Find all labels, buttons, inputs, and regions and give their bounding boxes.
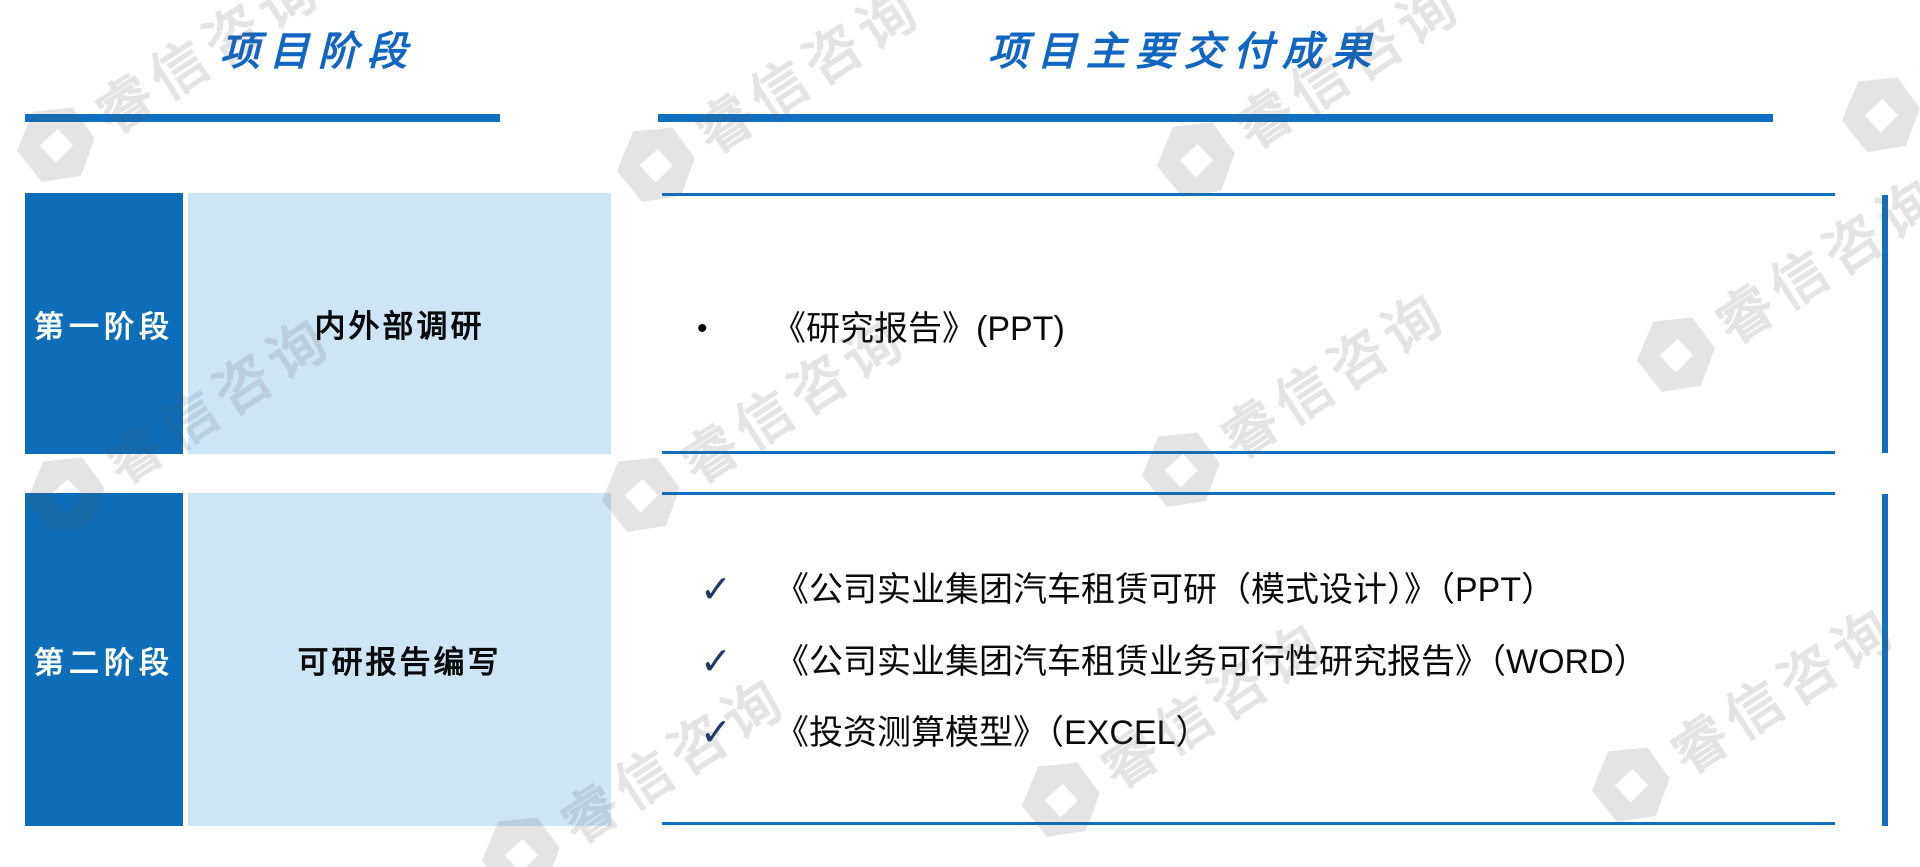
phase-1-task-label: 内外部调研	[314, 309, 485, 344]
watermark-text: 睿信咨询	[1659, 593, 1909, 786]
watermark-text: 睿信咨询	[1089, 608, 1339, 801]
title-underline-right	[658, 114, 1773, 122]
phase-1-stage-label: 第一阶段	[34, 310, 174, 344]
watermark-text: 睿信咨询	[1209, 278, 1459, 471]
deliverable-text: 《公司实业集团汽车租赁可研（模式设计）》（PPT）	[775, 571, 1556, 609]
phase-2-stage-label: 第二阶段	[34, 646, 174, 680]
phase-1-stage-box: 第一阶段	[25, 193, 183, 454]
column-title-phases: 项目阶段	[220, 29, 416, 74]
section-1-right-bar	[1882, 195, 1888, 453]
watermark-group: 睿信咨询	[1619, 151, 1920, 411]
check-icon: ✓	[700, 569, 732, 611]
section-2-top-rule	[662, 492, 1835, 495]
phase-1-task-box: 内外部调研	[188, 193, 611, 454]
section-2-bottom-rule	[662, 822, 1835, 825]
deliverable-item: ✓ 《公司实业集团汽车租赁可研（模式设计）》（PPT）	[700, 568, 1830, 612]
section-1-bottom-rule	[662, 451, 1835, 454]
check-icon: ✓	[700, 641, 732, 683]
phase-2-task-box: 可研报告编写	[188, 493, 611, 826]
deliverable-item: ✓ 《公司实业集团汽车租赁业务可行性研究报告》（WORD）	[700, 640, 1830, 684]
deliverable-item: • 《研究报告》(PPT)	[697, 307, 1827, 351]
title-underline-left	[25, 114, 500, 122]
watermark-group: 睿信咨询	[1824, 0, 1920, 171]
deliverable-text: 《公司实业集团汽车租赁业务可行性研究报告》（WORD）	[775, 643, 1648, 681]
bullet-icon: •	[697, 312, 708, 345]
watermark-group: 睿信咨询	[1124, 266, 1462, 526]
deliverable-text: 《投资测算模型》（EXCEL）	[775, 714, 1210, 752]
column-title-deliverables: 项目主要交付成果	[988, 29, 1380, 74]
phase-2-task-label: 可研报告编写	[297, 645, 502, 680]
section-1-top-rule	[662, 193, 1835, 196]
check-icon: ✓	[700, 712, 732, 754]
watermark-text: 睿信咨询	[1909, 0, 1920, 116]
deliverable-item: ✓ 《投资测算模型》（EXCEL）	[700, 711, 1830, 755]
section-2-right-bar	[1882, 494, 1888, 826]
phase-2-stage-box: 第二阶段	[25, 493, 183, 826]
deliverable-text: 《研究报告》(PPT)	[772, 310, 1065, 348]
